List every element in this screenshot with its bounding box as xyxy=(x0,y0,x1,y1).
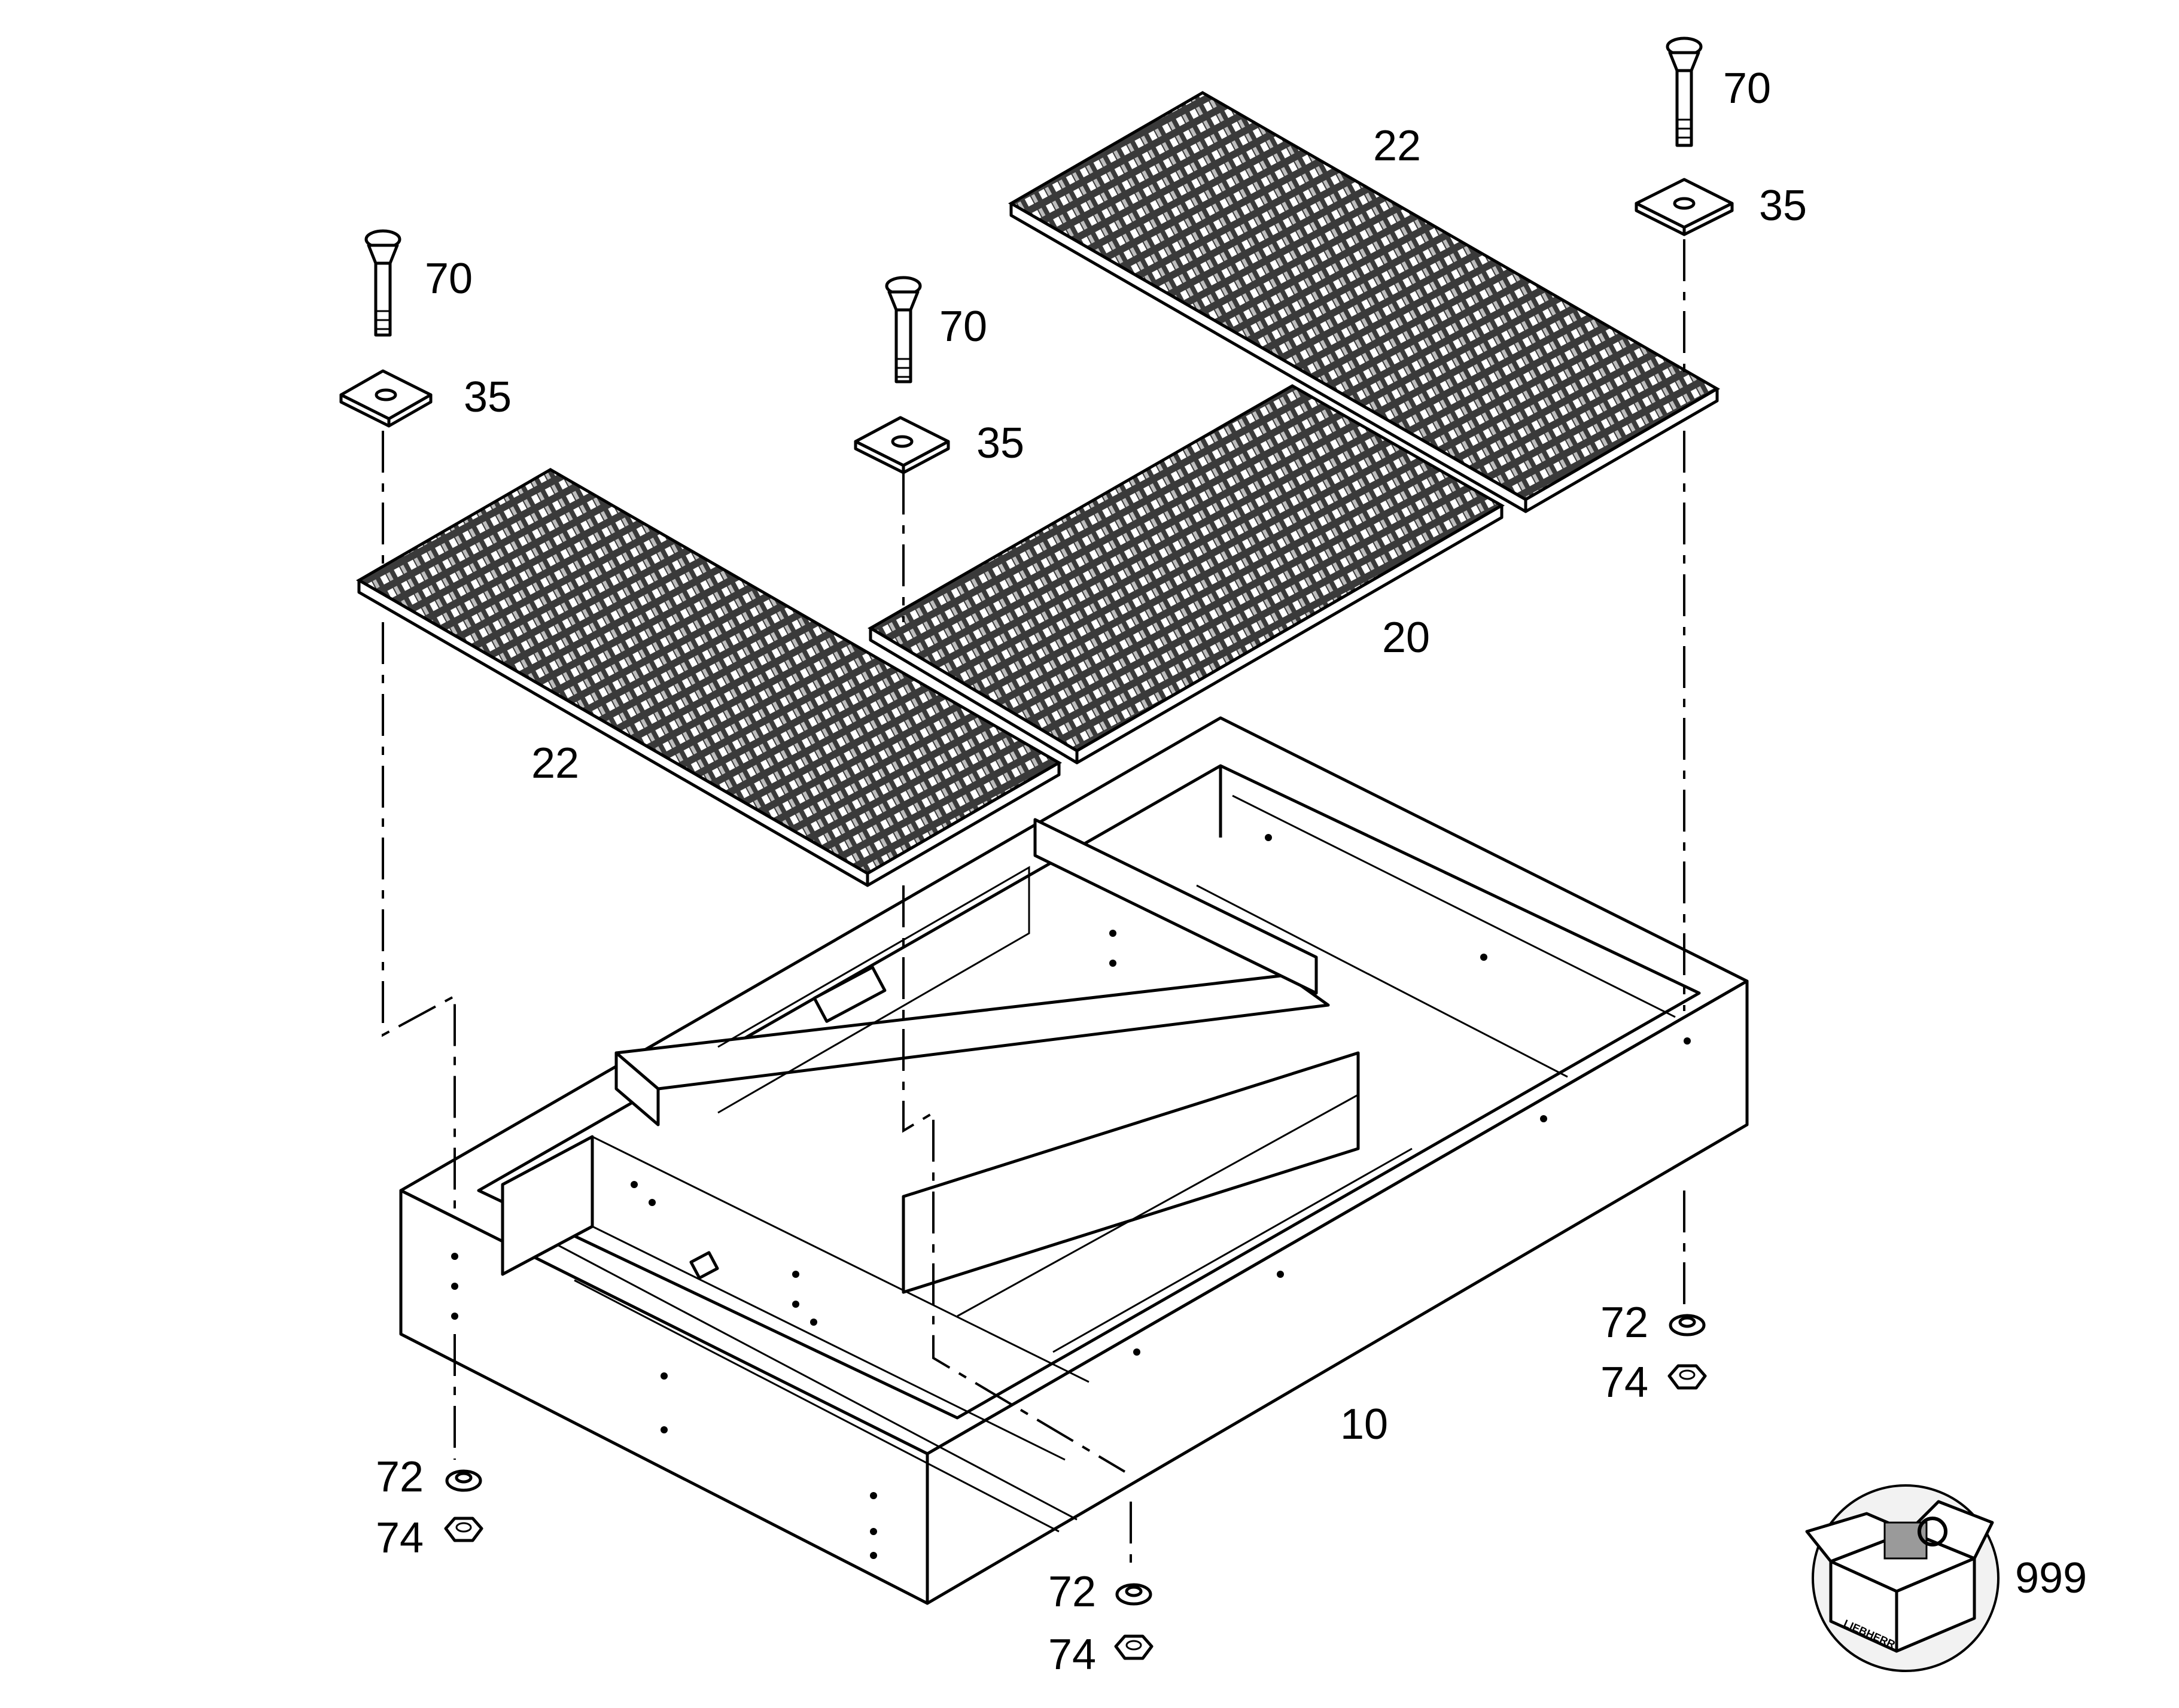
square-plate-left xyxy=(339,369,433,428)
base-frame xyxy=(399,716,1749,1605)
nut-middle xyxy=(1114,1634,1154,1660)
callout-kit: 999 xyxy=(2015,1554,2087,1602)
callout-bolt-right: 70 xyxy=(1723,65,1771,112)
countersunk-bolt-right xyxy=(1666,36,1703,147)
callout-washer-left: 72 xyxy=(376,1453,424,1501)
washer-middle xyxy=(1115,1583,1152,1606)
spare-parts-kit-icon: LIEBHERR xyxy=(1805,1484,2000,1672)
callout-grating-left: 22 xyxy=(531,739,579,787)
callout-bolt-left: 70 xyxy=(425,255,473,303)
grating-panel-middle xyxy=(868,384,1505,765)
callout-grating-top: 22 xyxy=(1373,122,1421,170)
grating-panel-top xyxy=(1008,91,1721,513)
callout-nut-middle: 74 xyxy=(1048,1631,1096,1679)
callout-grating-middle: 20 xyxy=(1382,614,1430,662)
callout-nut-right: 74 xyxy=(1600,1359,1648,1406)
callout-plate-left: 35 xyxy=(464,373,512,421)
countersunk-bolt-left xyxy=(364,229,401,337)
grating-panel-left xyxy=(355,468,1063,887)
assembly-centerlines xyxy=(382,239,1685,1573)
callout-washer-right: 72 xyxy=(1600,1299,1648,1347)
washer-left xyxy=(445,1469,482,1492)
countersunk-bolt-middle xyxy=(885,276,922,383)
callout-nut-left: 74 xyxy=(376,1514,424,1562)
nut-right xyxy=(1667,1364,1707,1390)
callout-washer-middle: 72 xyxy=(1048,1568,1096,1616)
callout-frame: 10 xyxy=(1340,1401,1388,1448)
square-plate-right xyxy=(1635,178,1734,236)
callout-plate-middle: 35 xyxy=(976,419,1024,467)
callout-plate-right: 35 xyxy=(1759,182,1807,230)
callout-bolt-middle: 70 xyxy=(939,303,987,351)
square-plate-middle xyxy=(854,416,950,474)
washer-right xyxy=(1669,1314,1706,1336)
nut-left xyxy=(444,1517,483,1542)
